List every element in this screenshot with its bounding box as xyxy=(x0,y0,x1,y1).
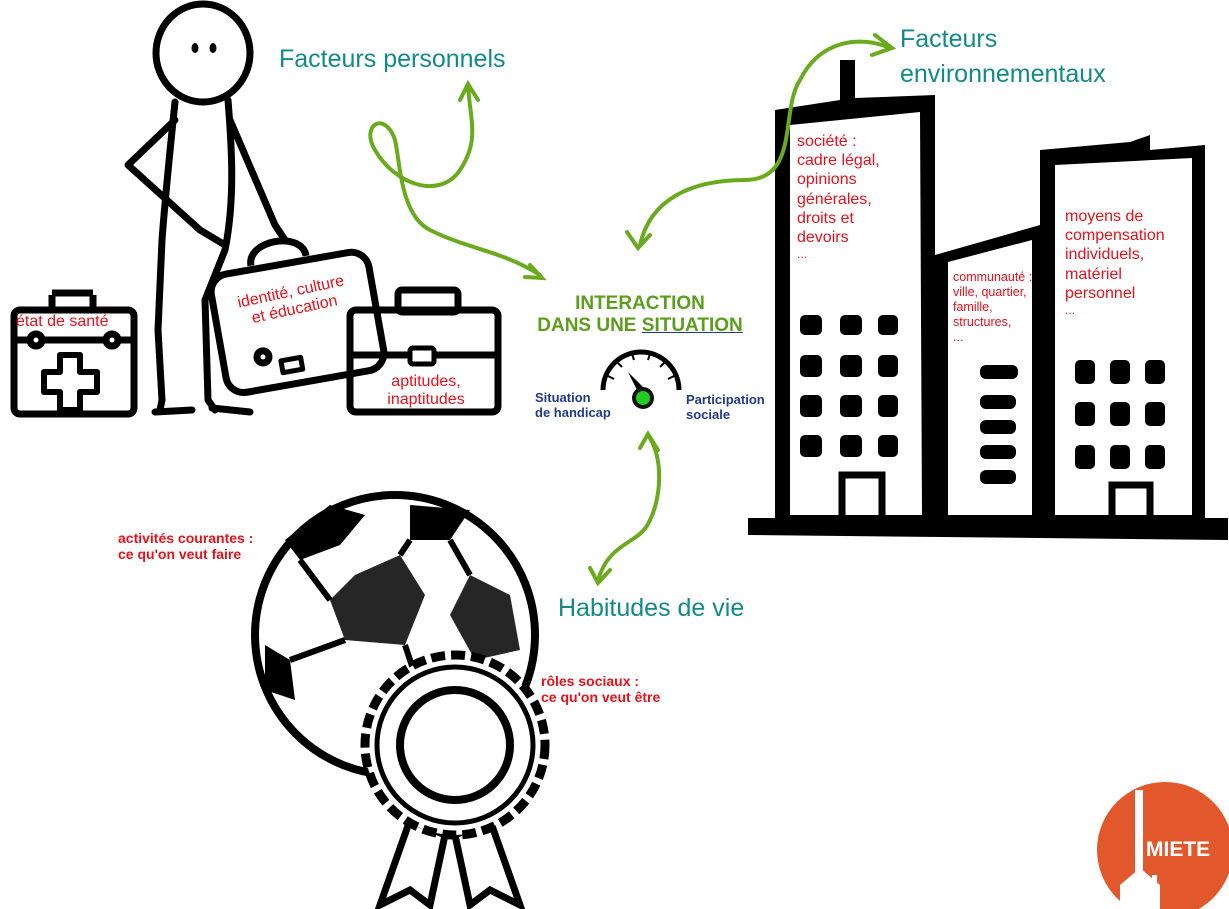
interaction-line2: DANS UNE SITUATION xyxy=(515,315,765,337)
activities-line1: activités courantes : xyxy=(118,530,254,546)
community-line: ... xyxy=(953,330,964,344)
label-daily-activities: activités courantes : ce qu'on veut fair… xyxy=(118,530,253,562)
compensation-line: compensation xyxy=(1065,227,1165,245)
society-line: cadre légal, xyxy=(797,152,880,170)
arrow-personal-to-interaction xyxy=(368,83,542,277)
compensation-line: ... xyxy=(1065,302,1076,317)
gauge-left-line1: Situation xyxy=(535,390,591,405)
interaction-line2-prefix: DANS UNE xyxy=(537,314,642,336)
gauge-right-line2: sociale xyxy=(686,406,731,422)
society-line: société : xyxy=(797,133,857,150)
heading-environmental-factors-line1: Facteurs xyxy=(900,25,998,53)
society-line: devoirs xyxy=(797,228,849,246)
interaction-line2-situation: SITUATION xyxy=(641,314,743,336)
heading-life-habits: Habitudes de vie xyxy=(558,594,745,622)
label-aptitudes-line1: aptitudes, xyxy=(391,373,461,390)
label-aptitudes-line2: inaptitudes xyxy=(387,391,465,409)
stick-figure-illustration xyxy=(124,0,289,416)
first-aid-kit-illustration xyxy=(10,289,138,418)
heading-environmental-factors-line2: environnementaux xyxy=(900,60,1106,88)
community-line: communauté : xyxy=(953,270,1033,284)
community-line: structures, xyxy=(953,315,1012,329)
interaction-label: INTERACTION DANS UNE SITUATION xyxy=(515,293,765,337)
rosette-illustration xyxy=(360,650,550,909)
buildings-illustration xyxy=(748,60,1228,540)
compensation-line: matériel xyxy=(1065,265,1122,283)
gauge-right-line1: Participation xyxy=(686,392,765,407)
society-line: générales, xyxy=(797,190,872,208)
gauge-label-disability: Situation de handicap xyxy=(535,390,611,421)
miete-logo xyxy=(1097,782,1229,909)
label-health-status: état de santé xyxy=(16,313,109,330)
gauge-left-line2: de handicap xyxy=(535,404,611,420)
heading-personal-factors: Facteurs personnels xyxy=(279,45,506,73)
compensation-line: personnel xyxy=(1065,284,1136,302)
society-line: opinions xyxy=(797,171,857,189)
society-line: droits et xyxy=(797,209,854,227)
arrow-environment-to-interaction xyxy=(638,39,892,247)
logo-text: MIETE xyxy=(1146,838,1211,861)
activities-line2: ce qu'on veut faire xyxy=(118,546,242,563)
community-line: ville, quartier, xyxy=(953,285,1027,299)
roles-line1: rôles sociaux : xyxy=(541,673,640,689)
gauge-label-participation: Participation sociale xyxy=(686,392,765,423)
gauge-illustration xyxy=(600,349,682,409)
toolbox-illustration xyxy=(346,286,502,416)
society-line: ... xyxy=(797,247,808,262)
community-line: famille, xyxy=(953,300,993,314)
label-society: société : cadre légal, opinions générale… xyxy=(797,132,880,262)
arrow-habits-to-interaction xyxy=(596,433,662,582)
connector-arrows xyxy=(368,33,897,587)
compensation-line: individuels, xyxy=(1065,246,1145,264)
label-community: communauté : ville, quartier, famille, s… xyxy=(953,270,1032,345)
label-social-roles: rôles sociaux : ce qu'on veut être xyxy=(541,673,660,705)
interaction-line1: INTERACTION xyxy=(575,293,705,314)
roles-line2: ce qu'on veut être xyxy=(541,689,661,706)
compensation-line: moyens de xyxy=(1065,208,1144,225)
label-compensation: moyens de compensation individuels, maté… xyxy=(1065,207,1165,317)
label-aptitudes: aptitudes, inaptitudes xyxy=(376,373,476,410)
